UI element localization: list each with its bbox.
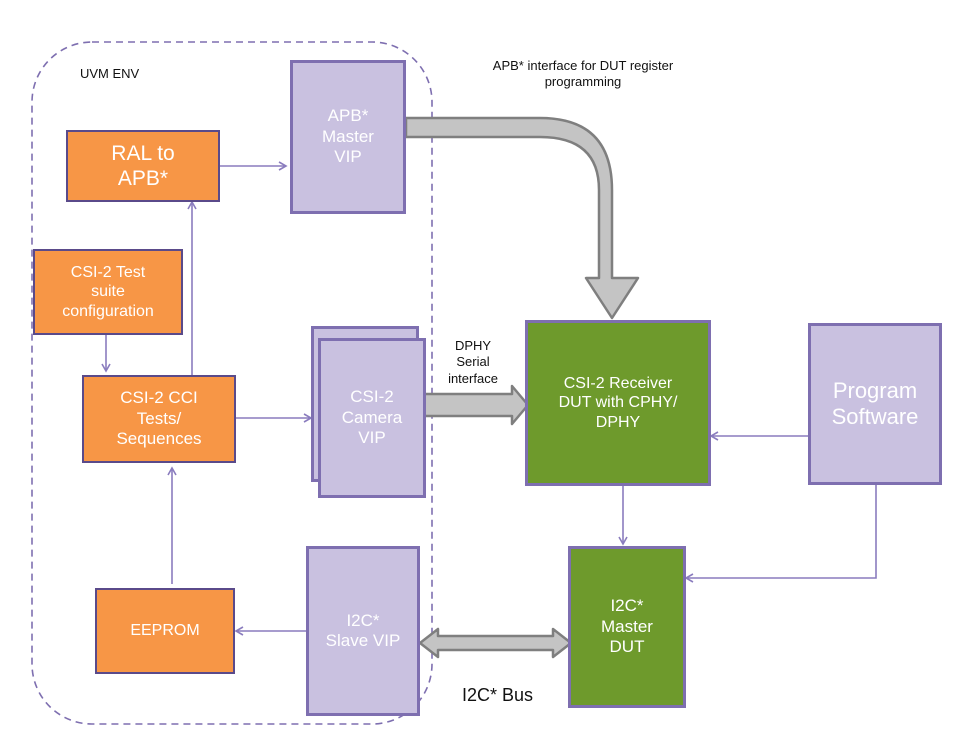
ral-to-apb-block: RAL to APB* (66, 130, 220, 202)
i2c-bus-label: I2C* Bus (462, 685, 534, 705)
uvm-env-boundary (31, 41, 433, 725)
apb-interface-arrow (404, 116, 640, 320)
apb-master-vip-block: APB* Master VIP (290, 60, 406, 214)
uvm-env-label: UVM ENV (80, 66, 140, 81)
csi2-camera-vip-block: CSI-2 Camera VIP (318, 338, 426, 498)
apb-interface-label: APB* interface for DUT register programm… (492, 58, 674, 90)
test-suite-config-block: CSI-2 Test suite configuration (33, 249, 183, 335)
i2c-slave-vip-block: I2C* Slave VIP (306, 546, 420, 716)
program-software-block: Program Software (808, 323, 942, 485)
csi2-receiver-dut-block: CSI-2 Receiver DUT with CPHY/ DPHY (525, 320, 711, 486)
i2c-master-dut-block: I2C* Master DUT (568, 546, 686, 708)
dphy-serial-arrow (422, 384, 530, 426)
i2c-bus-arrow (418, 627, 573, 659)
software-to-i2c-master-connector (684, 484, 877, 583)
cci-tests-block: CSI-2 CCI Tests/ Sequences (82, 375, 236, 463)
dphy-serial-label: DPHY Serial interface (448, 338, 498, 386)
eeprom-block: EEPROM (95, 588, 235, 674)
